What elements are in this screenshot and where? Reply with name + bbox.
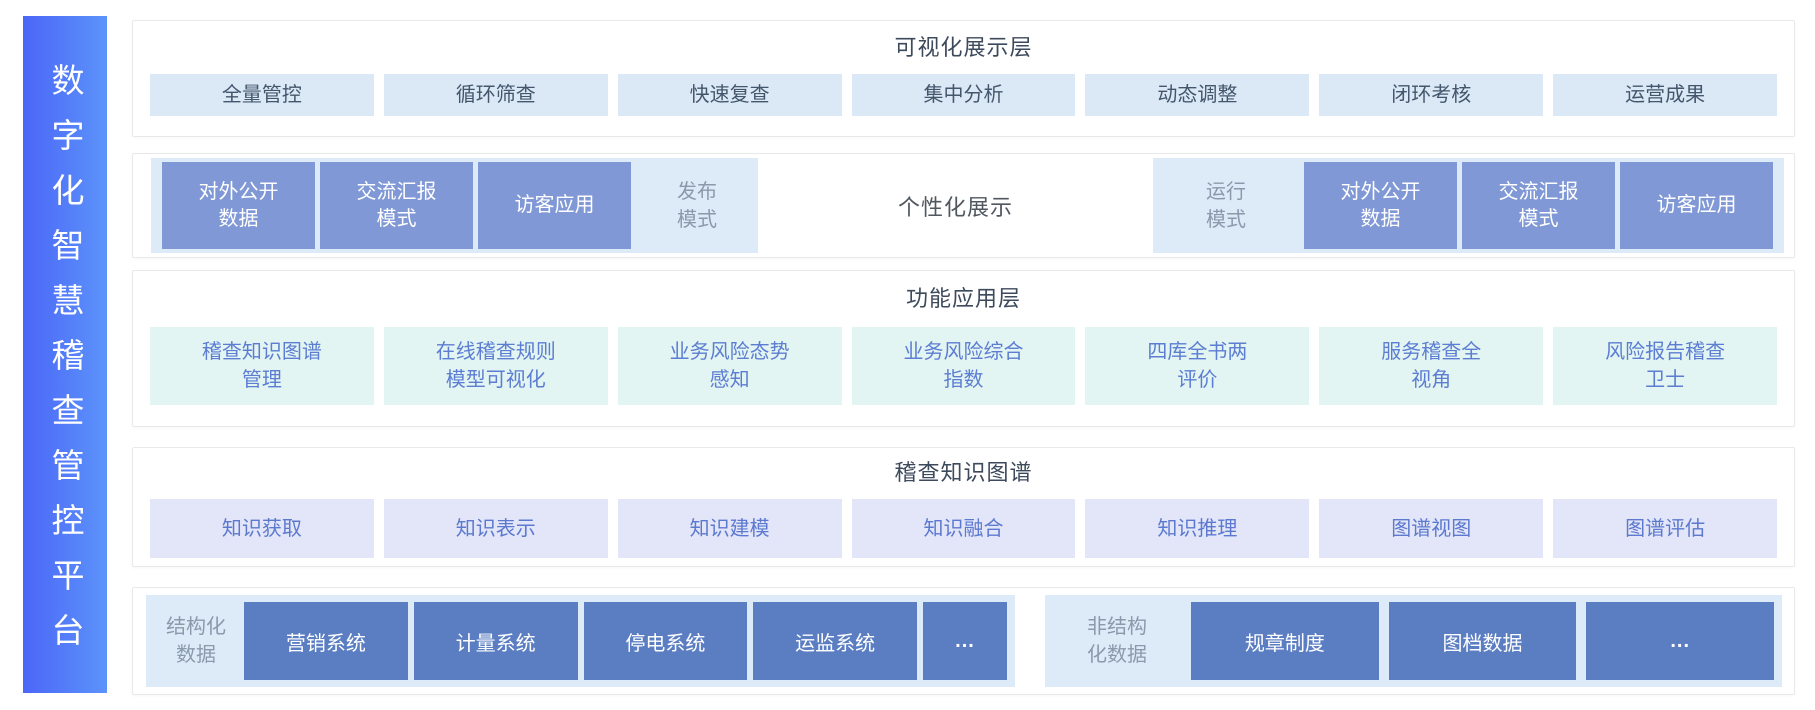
mode-box: 对外公开 数据 [1304, 162, 1457, 249]
kg-item: 知识建模 [617, 499, 842, 558]
structured-data-label: 结构化 数据 [166, 616, 226, 666]
layer-card-visualization: 可视化展示层 全量管控 循环筛查 快速复查 集中分析 动态调整 闭环考核 运营成… [132, 20, 1795, 137]
function-item: 风险报告稽查 卫士 [1553, 327, 1778, 405]
layer-card-function-application: 功能应用层 稽查知识图谱 管理 在线稽查规则 模型可视化 业务风险态势 感知 业… [132, 270, 1795, 427]
ellipsis-box: ... [1586, 602, 1775, 680]
publish-mode-group: 对外公开 数据 交流汇报 模式 访客应用 发布 模式 [151, 158, 758, 253]
unstructured-data-label: 非结构 化数据 [1087, 616, 1147, 666]
viz-item: 闭环考核 [1319, 74, 1544, 116]
mode-box: 访客应用 [1620, 162, 1773, 249]
source-system-box: 运监系统 [753, 602, 917, 680]
mode-box: 对外公开 数据 [162, 162, 315, 249]
layer-card-display-modes: 对外公开 数据 交流汇报 模式 访客应用 发布 模式 个性化展示 运行 模式 对… [132, 153, 1795, 258]
personalized-display-label: 个性化展示 [897, 194, 1013, 220]
viz-item: 动态调整 [1085, 74, 1310, 116]
source-system-box: 规章制度 [1191, 602, 1379, 680]
mode-box: 交流汇报 模式 [320, 162, 473, 249]
kg-item: 知识推理 [1085, 499, 1310, 558]
viz-item: 快速复查 [617, 74, 842, 116]
viz-item: 运营成果 [1553, 74, 1778, 116]
platform-title-bar: 数字化智慧稽查管控平台 [23, 16, 107, 693]
layer-card-data-sources: 结构化 数据 营销系统 计量系统 停电系统 运监系统 ... 非结构 化数据 规… [132, 587, 1795, 695]
mode-box: 交流汇报 模式 [1462, 162, 1615, 249]
source-system-box: 营销系统 [244, 602, 408, 680]
layer-card-knowledge-graph: 稽查知识图谱 知识获取 知识表示 知识建模 知识融合 知识推理 图谱视图 图谱评… [132, 447, 1795, 567]
kg-item: 图谱视图 [1319, 499, 1544, 558]
layer-title-knowledge-graph: 稽查知识图谱 [894, 460, 1033, 485]
function-item: 在线稽查规则 模型可视化 [383, 327, 608, 405]
viz-item: 全量管控 [150, 74, 374, 116]
layer-title-visualization: 可视化展示层 [894, 35, 1033, 60]
viz-item: 循环筛查 [383, 74, 608, 116]
run-mode-group: 运行 模式 对外公开 数据 交流汇报 模式 访客应用 [1153, 158, 1784, 253]
function-item: 四库全书两 评价 [1085, 327, 1310, 405]
kg-item: 知识融合 [851, 499, 1076, 558]
source-system-box: 停电系统 [583, 602, 748, 680]
source-system-box: 图档数据 [1388, 602, 1577, 680]
function-item: 稽查知识图谱 管理 [150, 327, 374, 405]
unstructured-data-group: 非结构 化数据 规章制度 图档数据 ... [1045, 595, 1782, 687]
mode-box: 访客应用 [478, 162, 631, 249]
publish-mode-label: 发布 模式 [677, 180, 717, 231]
function-items: 稽查知识图谱 管理 在线稽查规则 模型可视化 业务风险态势 感知 业务风险综合 … [150, 327, 1778, 405]
function-item: 服务稽查全 视角 [1319, 327, 1544, 405]
kg-item: 知识获取 [150, 499, 374, 558]
structured-data-group: 结构化 数据 营销系统 计量系统 停电系统 运监系统 ... [146, 595, 1015, 687]
visualization-items: 全量管控 循环筛查 快速复查 集中分析 动态调整 闭环考核 运营成果 [150, 74, 1778, 116]
source-system-box: 计量系统 [413, 602, 578, 680]
function-item: 业务风险综合 指数 [851, 327, 1076, 405]
diagram-layers: 可视化展示层 全量管控 循环筛查 快速复查 集中分析 动态调整 闭环考核 运营成… [132, 20, 1795, 695]
platform-title: 数字化智慧稽查管控平台 [47, 63, 84, 668]
kg-item: 图谱评估 [1553, 499, 1778, 558]
knowledge-graph-items: 知识获取 知识表示 知识建模 知识融合 知识推理 图谱视图 图谱评估 [150, 499, 1778, 558]
kg-item: 知识表示 [383, 499, 608, 558]
ellipsis-box: ... [923, 602, 1007, 680]
run-mode-label: 运行 模式 [1206, 180, 1246, 231]
layer-title-function-application: 功能应用层 [905, 286, 1021, 311]
function-item: 业务风险态势 感知 [617, 327, 842, 405]
viz-item: 集中分析 [851, 74, 1076, 116]
